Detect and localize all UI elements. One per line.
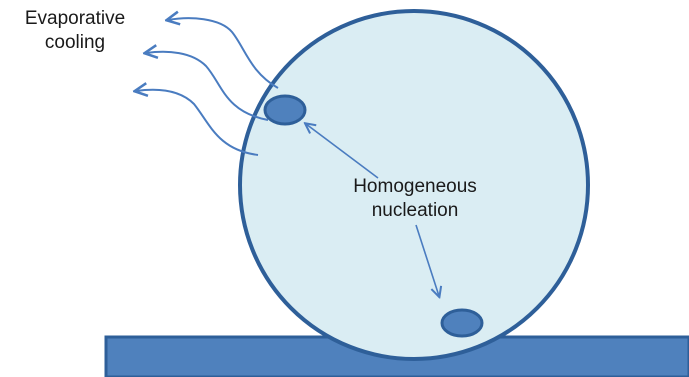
label-evaporative-cooling-line2: cooling <box>0 31 150 55</box>
label-evaporative-cooling: Evaporative cooling <box>0 7 150 55</box>
evaporation-arrow <box>136 90 258 155</box>
label-homogeneous-nucleation-line2: nucleation <box>330 199 500 223</box>
label-homogeneous-nucleation-line1: Homogeneous <box>330 175 500 199</box>
nucleus-substrate <box>442 310 482 336</box>
label-homogeneous-nucleation: Homogeneous nucleation <box>330 175 500 223</box>
nucleus-surface <box>265 96 305 124</box>
label-evaporative-cooling-line1: Evaporative <box>0 7 150 31</box>
